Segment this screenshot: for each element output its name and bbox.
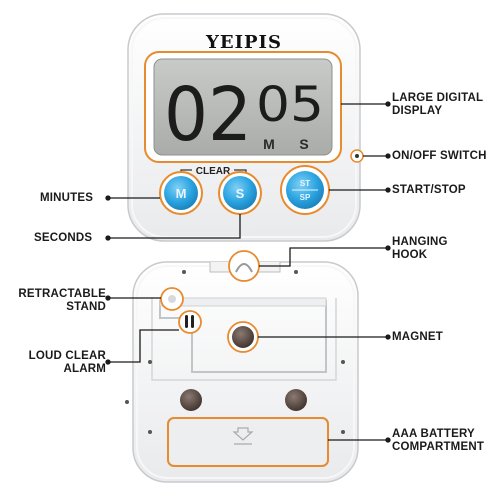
callout-lines <box>105 101 391 443</box>
magnet <box>285 389 307 411</box>
magnet <box>232 326 254 348</box>
lcd-minutes: 02 <box>164 72 252 158</box>
label-magnet: MAGNET <box>392 331 444 343</box>
lcd-seconds-unit: S <box>299 136 308 152</box>
battery-compartment <box>167 417 329 467</box>
timer-front: YEIPIS 02 05 M S CLEAR M S ST SP <box>127 13 364 242</box>
seconds-button[interactable] <box>223 176 257 210</box>
label-start-stop: START/STOP <box>392 184 466 196</box>
hanging-hook <box>228 250 260 282</box>
start-button-label-top: ST <box>300 179 310 188</box>
magnet <box>180 389 202 411</box>
seconds-button-label: S <box>236 186 245 201</box>
label-minutes: MINUTES <box>40 192 94 204</box>
lcd-seconds: 05 <box>256 77 324 133</box>
brand-logo: YEIPIS <box>205 32 282 53</box>
start-button-label-bottom: SP <box>300 193 311 202</box>
minutes-button-label: M <box>176 186 187 201</box>
lcd-minutes-unit: M <box>263 136 275 152</box>
alarm-speaker <box>178 310 202 334</box>
label-seconds: SECONDS <box>34 232 93 244</box>
minutes-button[interactable] <box>164 176 198 210</box>
clear-label: CLEAR <box>196 166 231 177</box>
timer-back <box>125 250 359 483</box>
lcd-screen <box>153 58 333 156</box>
label-on-off-switch: ON/OFF SWITCH <box>392 150 487 162</box>
